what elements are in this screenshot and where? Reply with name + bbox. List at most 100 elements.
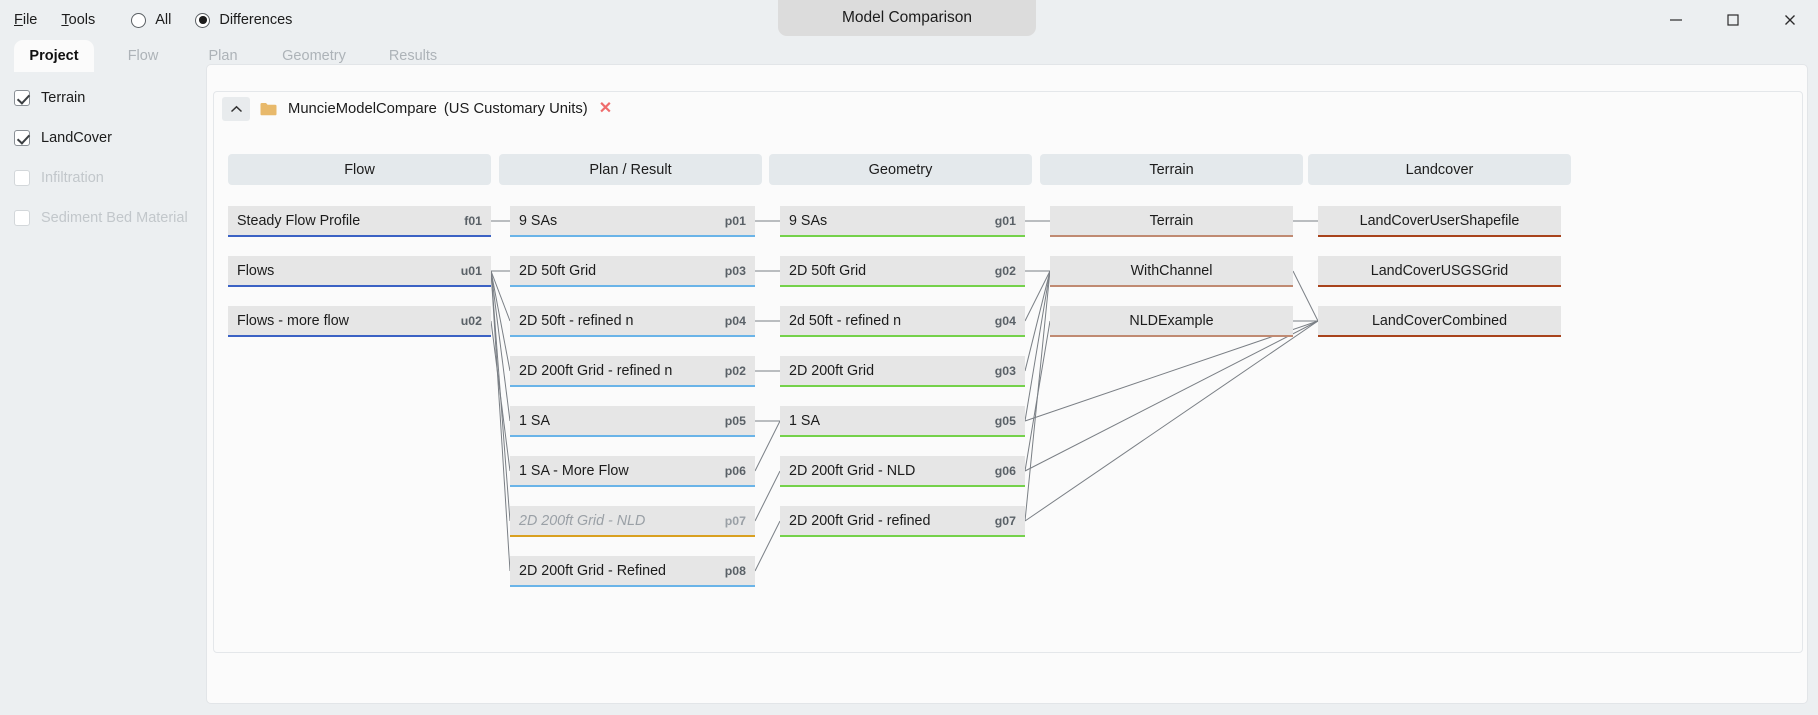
node-label: 2D 200ft Grid - NLD	[519, 512, 646, 529]
project-header: MuncieModelCompare (US Customary Units) …	[214, 92, 1802, 126]
tab-plan[interactable]: Plan	[190, 40, 256, 72]
minimize-icon[interactable]	[1647, 0, 1704, 40]
node-id: p01	[724, 213, 746, 228]
node-label: 9 SAs	[789, 212, 828, 229]
folder-icon	[260, 102, 277, 116]
node-underline	[1050, 335, 1293, 337]
connection-line	[1024, 270, 1051, 522]
node-underline	[228, 285, 491, 287]
tab-results[interactable]: Results	[372, 40, 454, 72]
tab-project[interactable]: Project	[14, 40, 94, 72]
connection-line	[1024, 270, 1051, 322]
node-underline	[510, 435, 755, 437]
node-terrain-withchannel[interactable]: WithChannel	[1050, 256, 1293, 287]
column-header-terrain: Terrain	[1040, 154, 1303, 185]
checkbox-icon	[14, 210, 30, 226]
project-units: (US Customary Units)	[443, 101, 588, 117]
node-landcover-landcoverusgsgrid[interactable]: LandCoverUSGSGrid	[1318, 256, 1561, 287]
sidebar-item-landcover[interactable]: LandCover	[0, 118, 200, 158]
column-header-label: Geometry	[868, 161, 933, 178]
connection-line	[490, 320, 511, 472]
column-header-geometry: Geometry	[769, 154, 1032, 185]
radio-differences[interactable]: Differences	[195, 12, 292, 28]
node-underline	[780, 535, 1025, 537]
window-title: Model Comparison	[778, 0, 1036, 36]
node-id: p05	[724, 413, 746, 428]
radio-all[interactable]: All	[131, 12, 171, 28]
node-id: g05	[994, 413, 1016, 428]
node-terrain-nldexample[interactable]: NLDExample	[1050, 306, 1293, 337]
radio-differences-indicator	[195, 12, 211, 28]
node-underline	[1050, 235, 1293, 237]
column-header-plan: Plan / Result	[499, 154, 762, 185]
menu-item-file[interactable]: File	[14, 12, 38, 28]
checkbox-icon	[14, 170, 30, 186]
radio-all-label: All	[155, 12, 172, 28]
node-label: 2D 200ft Grid - Refined	[519, 562, 667, 579]
sidebar-item-terrain[interactable]: Terrain	[0, 78, 200, 118]
node-label: WithChannel	[1130, 262, 1213, 279]
chevron-up-icon[interactable]	[222, 97, 250, 121]
node-landcover-landcovercombined[interactable]: LandCoverCombined	[1318, 306, 1561, 337]
node-id: g02	[994, 263, 1016, 278]
tab-label: Project	[29, 48, 79, 64]
close-icon[interactable]: ✕	[598, 100, 613, 117]
node-geometry-g01[interactable]: 9 SAs g01	[780, 206, 1025, 237]
node-underline	[780, 485, 1025, 487]
project-name: MuncieModelCompare	[288, 101, 437, 117]
view-mode-radio-group: All Differences	[131, 12, 292, 28]
checkbox-icon[interactable]	[14, 130, 30, 146]
tab-label: Flow	[127, 48, 159, 64]
tab-flow[interactable]: Flow	[108, 40, 178, 72]
node-label: 2D 200ft Grid - refined	[789, 512, 931, 529]
menu-item-tools[interactable]: Tools	[61, 12, 96, 28]
connection-line	[1024, 320, 1051, 472]
node-label: NLDExample	[1129, 312, 1214, 329]
checkbox-icon[interactable]	[14, 90, 30, 106]
node-label: 2D 200ft Grid	[789, 362, 875, 379]
connection-line	[1024, 320, 1319, 472]
sidebar-item-label: Sediment Bed Material	[41, 210, 188, 226]
tab-geometry[interactable]: Geometry	[268, 40, 360, 72]
menu-bar: File Tools All Differences	[0, 6, 292, 34]
node-terrain-terrain[interactable]: Terrain	[1050, 206, 1293, 237]
node-landcover-landcoverusershapefile[interactable]: LandCoverUserShapefile	[1318, 206, 1561, 237]
node-id: g01	[994, 213, 1016, 228]
node-label: 2D 50ft Grid	[519, 262, 597, 279]
maximize-icon[interactable]	[1704, 0, 1761, 40]
connection-line	[1024, 270, 1051, 422]
node-underline	[510, 385, 755, 387]
connection-line	[1292, 270, 1319, 322]
close-icon[interactable]	[1761, 0, 1818, 40]
node-geometry-g03[interactable]: 2D 200ft Grid g03	[780, 356, 1025, 387]
connection-line	[1024, 270, 1051, 372]
node-id: g03	[994, 363, 1016, 378]
node-underline	[780, 435, 1025, 437]
node-underline	[1318, 235, 1561, 237]
sidebar-item-label: Terrain	[41, 90, 86, 106]
node-label: Flows	[237, 262, 275, 279]
connection-line	[490, 270, 511, 572]
node-underline	[510, 235, 755, 237]
column-header-landcover: Landcover	[1308, 154, 1571, 185]
node-label: LandCoverCombined	[1371, 312, 1508, 329]
node-underline	[1050, 285, 1293, 287]
radio-all-indicator	[131, 12, 147, 28]
